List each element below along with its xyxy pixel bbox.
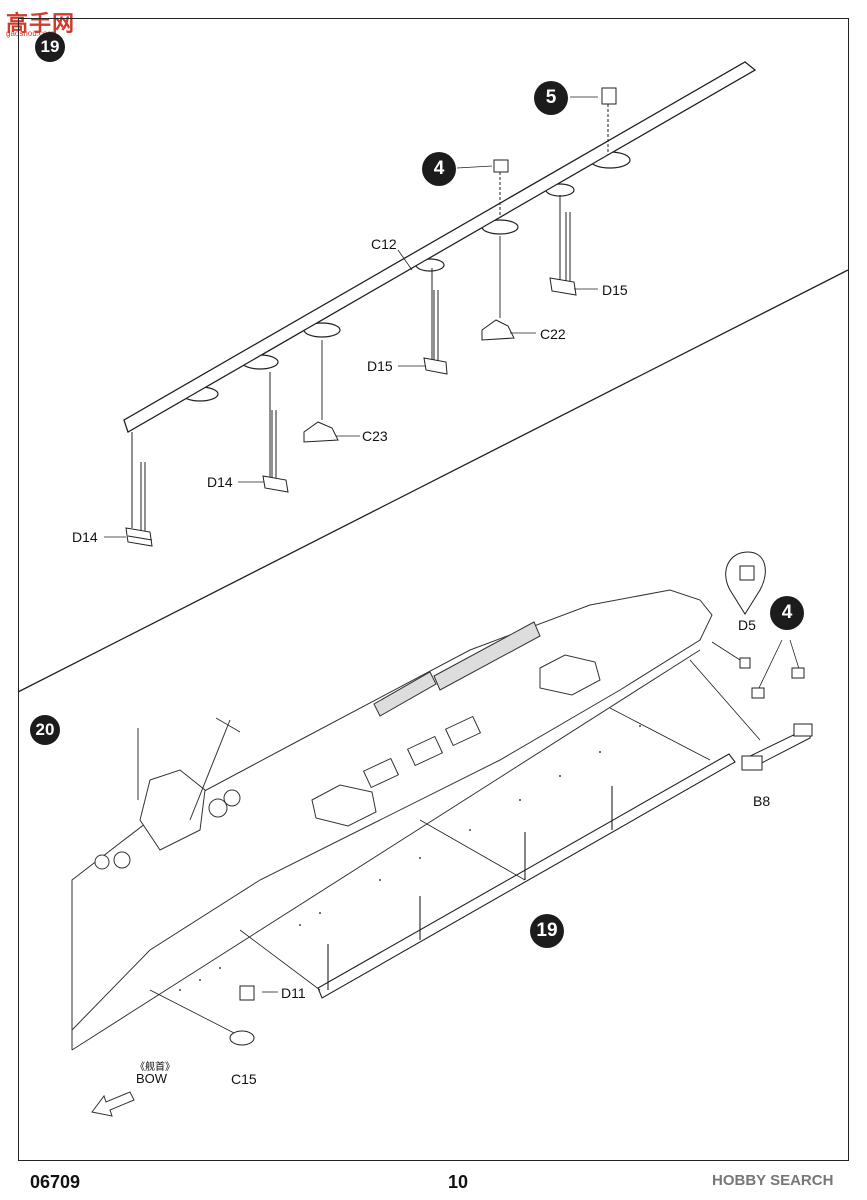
page-number: 10 bbox=[448, 1172, 469, 1192]
part-c12-railing-step20 bbox=[317, 753, 736, 999]
part-d14-left bbox=[125, 432, 153, 547]
part-fitting-4-top bbox=[493, 159, 509, 215]
label-c12: C12 bbox=[371, 236, 397, 252]
label-d11: D11 bbox=[281, 985, 306, 1001]
bow-label: BOW bbox=[136, 1071, 168, 1086]
label-b8: B8 bbox=[753, 793, 771, 809]
part-c15 bbox=[229, 1030, 255, 1046]
part-d5 bbox=[725, 551, 766, 669]
label-d5: D5 bbox=[738, 617, 756, 633]
label-d14-mid: D14 bbox=[207, 474, 233, 490]
callout-4-top: 4 bbox=[422, 152, 456, 186]
carrier-deck bbox=[71, 589, 713, 1051]
bottom-border bbox=[18, 1160, 849, 1161]
watermark-logo-sub: gaoshou.com bbox=[6, 29, 55, 38]
hull-portholes bbox=[179, 725, 641, 991]
step-divider bbox=[17, 269, 849, 693]
watermark-source: HOBBY SEARCH bbox=[712, 1172, 834, 1189]
callout-5-top: 5 bbox=[534, 81, 568, 115]
label-c23: C23 bbox=[362, 428, 388, 444]
part-b8 bbox=[741, 723, 813, 771]
part-d14-mid bbox=[262, 372, 289, 493]
label-d15-right: D15 bbox=[602, 282, 628, 298]
part-c23 bbox=[303, 421, 339, 443]
step20-leaders bbox=[149, 639, 801, 1035]
step-19-badge: 19 bbox=[35, 32, 65, 62]
label-c22: C22 bbox=[540, 326, 566, 342]
part-c12-railing bbox=[123, 61, 757, 433]
carrier-island bbox=[94, 717, 241, 870]
top-border bbox=[18, 18, 848, 19]
watermark-logo: 高手网 bbox=[6, 11, 76, 36]
product-code: 06709 bbox=[30, 1172, 81, 1192]
part-d11 bbox=[239, 985, 255, 1001]
callout-4-bottom: 4 bbox=[770, 596, 804, 630]
right-border bbox=[848, 18, 849, 1160]
bow-arrow-icon bbox=[91, 1091, 135, 1117]
label-d14-left: D14 bbox=[72, 529, 98, 545]
carrier-aircraft-rows bbox=[373, 621, 541, 717]
part-d15-right bbox=[549, 195, 577, 296]
label-c15: C15 bbox=[231, 1071, 257, 1087]
part-c22 bbox=[481, 319, 515, 341]
part-d15-mid bbox=[423, 268, 448, 375]
callout-19-bottom: 19 bbox=[530, 914, 564, 948]
label-d15-mid: D15 bbox=[367, 358, 393, 374]
part-fitting-4-bottom bbox=[751, 667, 805, 699]
step-20-badge: 20 bbox=[30, 715, 60, 745]
bow-label-cn: 《舰首》 bbox=[135, 1062, 175, 1073]
step19-leaders bbox=[104, 96, 598, 538]
part-fitting-5-top bbox=[601, 87, 617, 155]
left-border bbox=[18, 18, 19, 1160]
